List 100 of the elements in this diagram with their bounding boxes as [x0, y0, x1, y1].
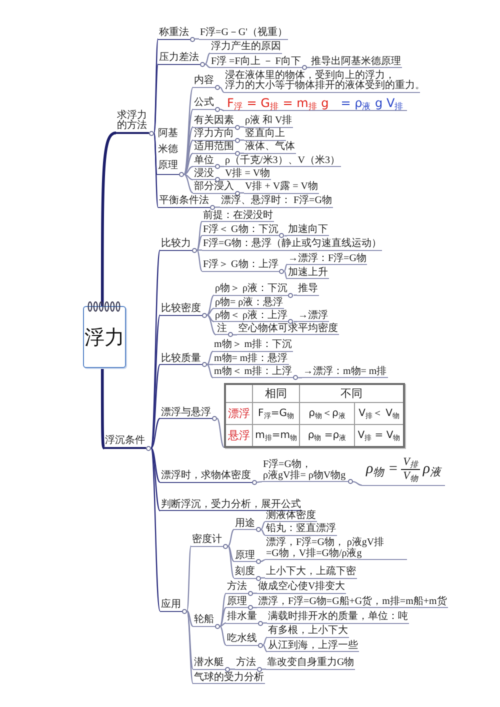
- branch-line: [100, 132, 116, 306]
- topic-label: 内容: [193, 76, 215, 88]
- topic-label: 加速向下: [287, 224, 329, 236]
- topic-label: 漂浮，F浮=G物=G船+G货，m排=m船+m货: [257, 596, 448, 608]
- branch-line: [262, 668, 266, 670]
- branch-line: [262, 636, 268, 646]
- topic-label: 有多根，上小下大: [267, 626, 349, 638]
- branch-line: [298, 377, 302, 378]
- column-header: 不同: [300, 385, 403, 402]
- branch-line: [220, 626, 226, 646]
- topic-label: 液体、气体: [244, 142, 296, 154]
- formula-text: F$_{浮}$ = G$_{排}$ = m$_{排}$ g: [227, 96, 329, 110]
- formula-text: ρ$_{物}$ =: [366, 461, 398, 478]
- topic-label: →漂浮：F浮=G物: [287, 254, 368, 265]
- branch-line: [150, 418, 160, 448]
- topic-label: 密度计: [191, 535, 223, 547]
- branch-line: [253, 592, 257, 594]
- topic-label: F浮=G物：悬浮（静止或匀速直线运动）: [202, 239, 382, 251]
- branch-line: [206, 308, 214, 316]
- topic-label: 漂浮与悬浮: [160, 408, 212, 419]
- branch-line: [196, 250, 202, 272]
- topic-label: →漂浮：m物= m排: [302, 366, 388, 378]
- formula-branch: [362, 456, 446, 486]
- branch-line: [153, 64, 159, 134]
- topic-label: 称重法: [158, 28, 190, 40]
- branch-line: [186, 546, 192, 612]
- branch-line: [196, 235, 202, 251]
- topic-label: 刻度: [234, 567, 256, 578]
- branch-line: [204, 64, 210, 68]
- topic-label: m物＞ m排：下沉: [213, 340, 294, 352]
- topic-label: 方法: [235, 658, 257, 670]
- topic-label: 测液体密度: [265, 510, 317, 522]
- topic-label: 应用: [160, 600, 182, 612]
- topic-label: 比较质量: [160, 354, 202, 366]
- branch-line: [153, 132, 159, 208]
- branch-line: [150, 448, 160, 512]
- topic-label: ρ液 和 V排: [244, 116, 294, 128]
- topic-label: F浮 =F向上 － F向下: [210, 56, 302, 68]
- topic-label: ρ物＜ ρ液：上浮: [214, 310, 288, 322]
- fraction-numerator: V$_{排}$: [401, 456, 420, 470]
- topic-label: 靠改变自身重力G物: [266, 658, 356, 670]
- topic-label: 浮沉条件: [104, 436, 146, 449]
- branch-line: [204, 52, 210, 65]
- row-header: 悬浮: [226, 425, 252, 446]
- topic-label: 满载时排开水的质量，单位：吨: [267, 612, 409, 624]
- topic-label: 加速上升: [287, 268, 329, 280]
- central-topic: 浮力: [83, 306, 126, 368]
- branch-line: [150, 364, 160, 448]
- row-header: 漂浮: [226, 403, 252, 424]
- topic-label: 吃水线: [226, 634, 258, 646]
- branch-line: [262, 644, 268, 652]
- topic-label: 推导出阿基米德原理: [310, 56, 402, 68]
- branch-line: [284, 235, 287, 236]
- topic-label: 漂浮时，求物体密度: [160, 471, 252, 483]
- topic-label: 适用范围: [193, 142, 235, 154]
- topic-label: 气球的受力分析: [193, 672, 265, 684]
- topic-label: 前提：在浸没时: [202, 210, 274, 222]
- topic-label: ρ（千克/米3）、V（米3）: [224, 156, 341, 168]
- branch-line: [186, 610, 194, 670]
- topic-label: m物= m排：悬浮: [213, 354, 289, 366]
- branch-line: [240, 152, 244, 154]
- topic-label: 排水量: [226, 612, 258, 624]
- branch-line: [184, 174, 194, 180]
- branch-line: [228, 529, 234, 546]
- fraction-denominator: V$_{物}$: [402, 470, 420, 483]
- branch-line: [196, 221, 202, 250]
- topic-label: 求浮力的方法: [116, 110, 149, 134]
- branch-line: [206, 294, 214, 316]
- branch-line: [220, 179, 224, 180]
- branch-line: [228, 546, 234, 578]
- table-value: ρ$_{物}$＜ρ$_{液}$: [300, 403, 354, 424]
- table-value: ρ$_{物}$ =ρ$_{液}$: [300, 425, 354, 446]
- branch-line: [220, 622, 226, 627]
- branch-line: [230, 668, 235, 670]
- branch-line: [216, 418, 224, 448]
- branch-line: [233, 334, 237, 336]
- topic-label: 部分浸入: [193, 182, 235, 194]
- formula-text: = ρ$_{液}$ g V$_{排}$: [340, 96, 404, 110]
- topic-label: 上小下大，上疏下密: [265, 567, 357, 578]
- topic-label: ρ物＞ ρ液：下沉: [214, 284, 288, 296]
- topic-label: V排 = V物: [224, 168, 272, 180]
- topic-label: V排 + V露 = V物: [244, 182, 319, 194]
- topic-label: F浮＜ G物：下沉: [202, 224, 280, 236]
- branch-line: [206, 364, 214, 378]
- table-value: F$_{浮}$=G$_{物}$: [253, 403, 299, 424]
- topic-label: 轮船: [193, 615, 215, 627]
- branch-line: [183, 86, 194, 175]
- branch-line: [352, 481, 362, 486]
- topic-label: F浮＞ G物：上浮: [202, 260, 280, 272]
- table-value: V$_{排}$＜ V$_{物}$: [355, 403, 403, 424]
- branch-line: [184, 108, 194, 175]
- branch-line: [100, 368, 106, 449]
- comparison-table: [224, 383, 405, 448]
- topic-label: F浮=G－G'（视重）: [199, 28, 288, 40]
- branch-line: [186, 610, 194, 684]
- topic-label: 空心物体可求平均密度: [237, 324, 339, 336]
- topic-label: 比较力: [160, 239, 192, 251]
- branch-line: [150, 448, 160, 483]
- topic-label: 有关因素: [193, 116, 235, 128]
- topic-label: 浮力产生的原因: [210, 42, 282, 54]
